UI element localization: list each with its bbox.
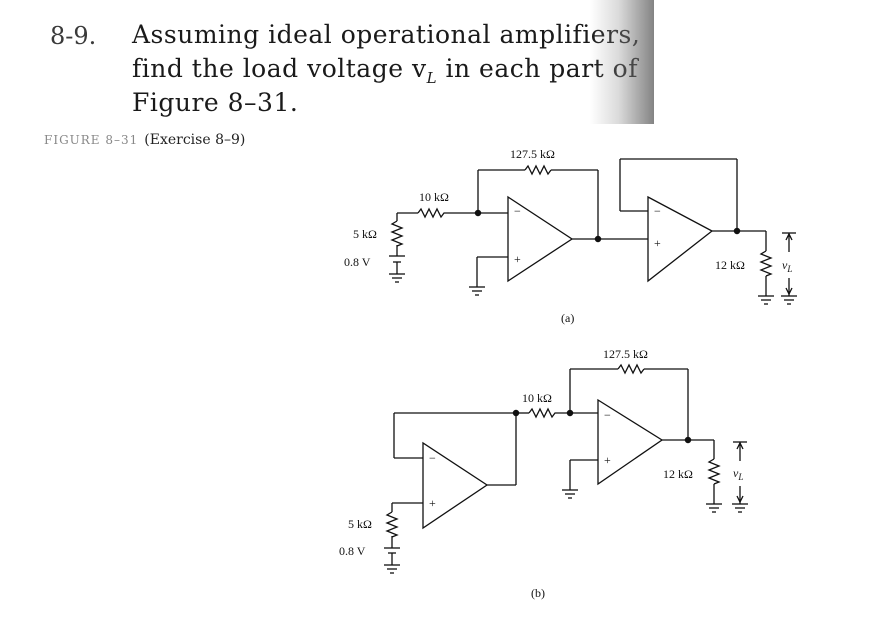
circuit-b-load-resistor-label: 12 kΩ <box>663 467 693 481</box>
circuit-b-opamp-1-plus: + <box>429 496 436 510</box>
circuit-b-feedback-resistor <box>617 363 645 375</box>
circuit-a-output-1-node <box>594 235 602 243</box>
circuit-b-source-voltage-label: 0.8 V <box>339 544 366 558</box>
circuit-b-opamp-2-plus: + <box>604 453 611 467</box>
figure-caption: FIGURE 8–31 (Exercise 8–9) <box>44 132 245 148</box>
figure-caption-text: (Exercise 8–9) <box>144 132 246 148</box>
circuit-a-opamp-2-minus: − <box>654 204 661 218</box>
circuit-a-load-resistor <box>759 250 773 277</box>
circuit-a-source-resistor <box>390 220 404 247</box>
circuit-a-output-node <box>733 227 741 235</box>
page-binding-shadow <box>590 0 654 124</box>
circuit-b-feedback-resistor-label: 127.5 kΩ <box>603 347 648 361</box>
circuit-a-load-resistor-label: 12 kΩ <box>715 258 745 272</box>
circuit-a-source-resistor-label: 5 kΩ <box>353 227 377 241</box>
problem-line-2-sub: L <box>426 69 438 87</box>
circuit-b-source-resistor-label: 5 kΩ <box>348 517 372 531</box>
circuit-b-opamp-2-minus: − <box>604 408 611 422</box>
circuit-b: − + − + 10 kΩ 127.5 kΩ <box>339 347 748 600</box>
problem-line-3: Figure 8–31. <box>132 88 299 117</box>
circuit-a-output-label: vL <box>782 258 792 274</box>
circuit-b-output-node <box>684 436 692 444</box>
figure-tag: FIGURE 8–31 <box>44 133 139 147</box>
circuit-a-source-wires <box>389 212 418 283</box>
circuit-a-opamp-2-plus: + <box>654 236 661 250</box>
circuit-b-output-label: vL <box>733 466 743 482</box>
circuit-a-input-resistor-label: 10 kΩ <box>419 190 449 204</box>
circuit-a-input-resistor <box>417 207 478 219</box>
circuit-b-opamp-2 <box>597 398 664 486</box>
circuit-a: − + − + 5 kΩ 0.8 V 10 kΩ <box>344 147 797 325</box>
circuit-a-opamp-1 <box>507 195 574 283</box>
circuit-a-opamp-1-minus: − <box>514 204 521 218</box>
circuit-b-opamp-1 <box>422 441 489 530</box>
circuit-b-input-resistor <box>528 407 570 419</box>
circuit-a-part-label: (a) <box>561 311 574 325</box>
circuit-b-opamp-1-minus: − <box>429 451 436 465</box>
circuit-b-part-label: (b) <box>531 586 545 600</box>
circuit-a-source-voltage-label: 0.8 V <box>344 255 371 269</box>
problem-number: 8-9. <box>50 22 97 50</box>
circuit-a-feedback-resistor-label: 127.5 kΩ <box>510 147 555 161</box>
circuit-b-load-resistor <box>707 458 721 485</box>
problem-line-1: Assuming ideal operational amplifiers, <box>132 20 641 49</box>
circuit-a-opamp-1-plus: + <box>514 252 521 266</box>
circuit-a-feedback-resistor <box>524 164 552 176</box>
circuit-b-source-resistor <box>385 511 399 538</box>
circuit-b-input-resistor-label: 10 kΩ <box>522 391 552 405</box>
problem-line-2-start: find the load voltage v <box>132 54 427 83</box>
